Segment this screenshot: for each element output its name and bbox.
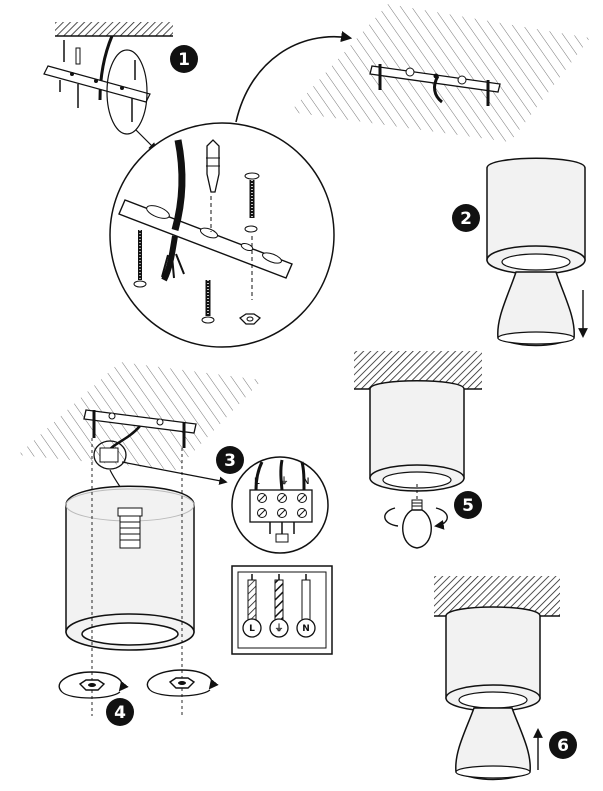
terminal-label-neutral: N [303, 476, 310, 486]
step-badge-1 [170, 45, 198, 73]
step-1-bracket-fixing: 1 [43, 22, 198, 152]
wire-label-live: L [249, 624, 255, 634]
step-5-insert-bulb: 5 [354, 351, 482, 549]
live-wire [247, 579, 257, 621]
earth-wire [274, 579, 284, 621]
fixing-screw [244, 172, 260, 233]
cylinder-housing [445, 606, 541, 699]
fixing-screw-bottom [133, 230, 147, 288]
bracket-detail-magnified [109, 122, 335, 348]
mains-cable [98, 35, 114, 101]
terminal-label-earth: ⏚ [279, 476, 288, 486]
neutral-wire [301, 579, 311, 621]
ceiling-hatch [55, 22, 173, 36]
cylinder-housing [369, 380, 465, 479]
step-number-5: 5 [462, 496, 474, 516]
bracket-strip [118, 199, 293, 279]
step-number-4: 4 [114, 703, 126, 723]
glass-shade [497, 271, 575, 347]
step-badge-4 [106, 698, 134, 726]
terminal-screw-icon [257, 493, 307, 518]
step-6-refit-shade: 6 [434, 576, 577, 781]
cylinder-housing [486, 157, 586, 261]
lamp-socket [117, 507, 143, 549]
step-4-mount-housing: 4 [58, 438, 219, 726]
step-badge-6 [549, 731, 577, 759]
hex-nut [238, 313, 262, 325]
step-3-wiring: 3 [18, 362, 262, 516]
rotate-arrow-icon [384, 507, 448, 526]
step-badge-3 [216, 446, 244, 474]
step-number-1: 1 [178, 50, 190, 70]
wire-label-earth: ⏚ [274, 623, 283, 634]
step-2-remove-shade: 2 [452, 157, 588, 347]
light-bulb-icon [402, 499, 432, 549]
wall-plug [206, 139, 220, 193]
terminal-label-live: L [254, 476, 260, 486]
ceiling-with-bracket [290, 4, 590, 142]
cable-through-bracket [171, 139, 186, 231]
glass-shade [455, 707, 531, 781]
fixing-screw-bottom [201, 280, 215, 324]
step-badge-2 [452, 204, 480, 232]
wire-legend: L ⏚ N [231, 565, 333, 655]
terminal-block-detail: L ⏚ N [231, 456, 329, 554]
terminal-block-small [99, 447, 119, 463]
wire-label-neutral: N [302, 624, 310, 634]
step-number-6: 6 [557, 736, 569, 756]
step-badge-5 [454, 491, 482, 519]
nut-rotate-right [146, 669, 219, 697]
curved-arrow-icon [235, 31, 353, 123]
step-number-3: 3 [224, 451, 236, 471]
detail-highlight [106, 49, 148, 135]
nut-rotate-left [58, 671, 129, 699]
step-number-2: 2 [460, 209, 472, 229]
